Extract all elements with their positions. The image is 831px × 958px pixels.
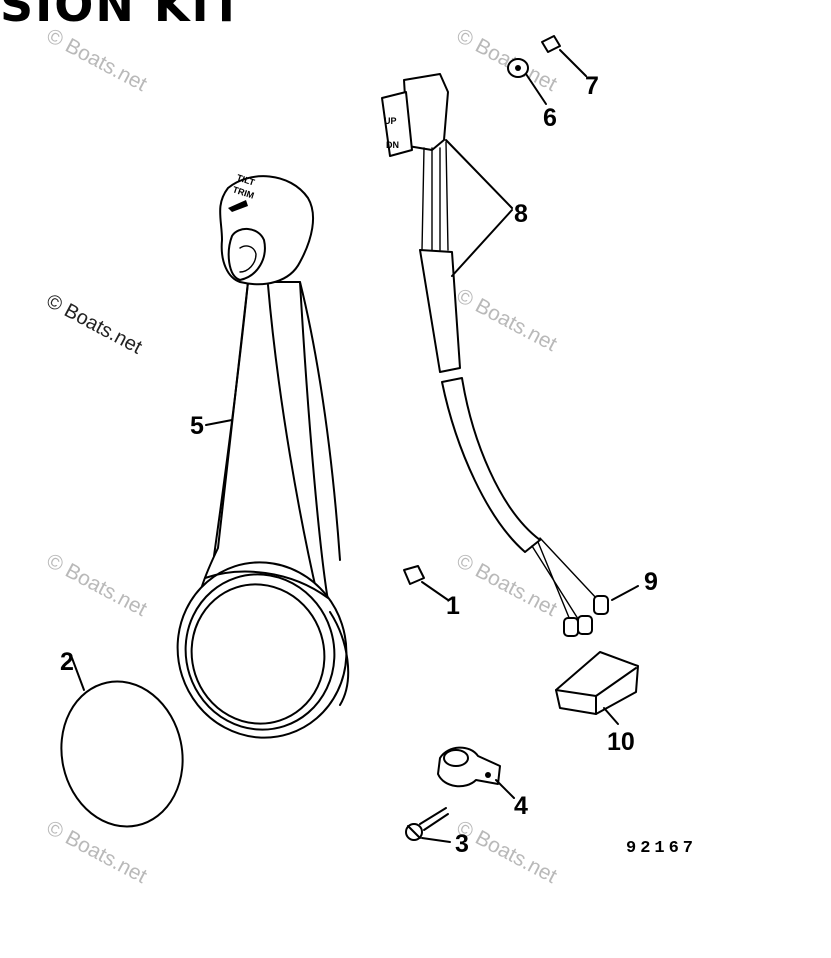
callout-10: 10 (607, 728, 635, 756)
callout-8: 8 (514, 200, 528, 228)
callout-2: 2 (60, 648, 74, 676)
leader-5 (205, 419, 233, 426)
leader-9 (611, 585, 639, 601)
leader-4 (495, 779, 515, 799)
figure-number: 92167 (626, 839, 697, 858)
watermark: © Boats.net (43, 24, 151, 96)
terminal-block-drawing (555, 651, 639, 725)
control-handle-drawing: TILT TRIM (176, 172, 350, 739)
leader-3 (421, 837, 451, 843)
leader-1 (421, 581, 449, 601)
callout-3: 3 (455, 830, 469, 858)
leader-8b (451, 209, 513, 277)
callout-4: 4 (514, 792, 528, 820)
bolt-drawing (403, 565, 449, 601)
watermark: © Boats.net (43, 549, 151, 621)
diagram-title: SION KIT (0, 0, 245, 32)
leader-10 (603, 707, 619, 725)
callout-7: 7 (585, 72, 599, 100)
lens-cover-drawing (60, 657, 184, 828)
callout-1: 1 (446, 592, 460, 620)
callout-9: 9 (644, 568, 658, 596)
screw-drawing (405, 807, 451, 843)
leader-2 (71, 657, 85, 691)
callout-5: 5 (190, 412, 204, 440)
up-label: UP (384, 116, 397, 126)
clamp-drawing (437, 746, 515, 799)
watermark-dark: © Boats.net (43, 290, 146, 359)
watermark: © Boats.net (453, 549, 561, 621)
leader-8a (445, 139, 513, 209)
small-hardware-top (507, 35, 587, 105)
leader-7 (559, 49, 587, 77)
leader-6 (525, 73, 547, 105)
watermark: © Boats.net (453, 24, 561, 96)
callouts: 1 2 3 4 5 6 7 8 9 10 (60, 72, 658, 858)
dn-label: DN (386, 140, 399, 150)
callout-6: 6 (543, 104, 557, 132)
watermark: © Boats.net (453, 284, 561, 356)
switch-harness-drawing: UP DN (381, 73, 639, 637)
